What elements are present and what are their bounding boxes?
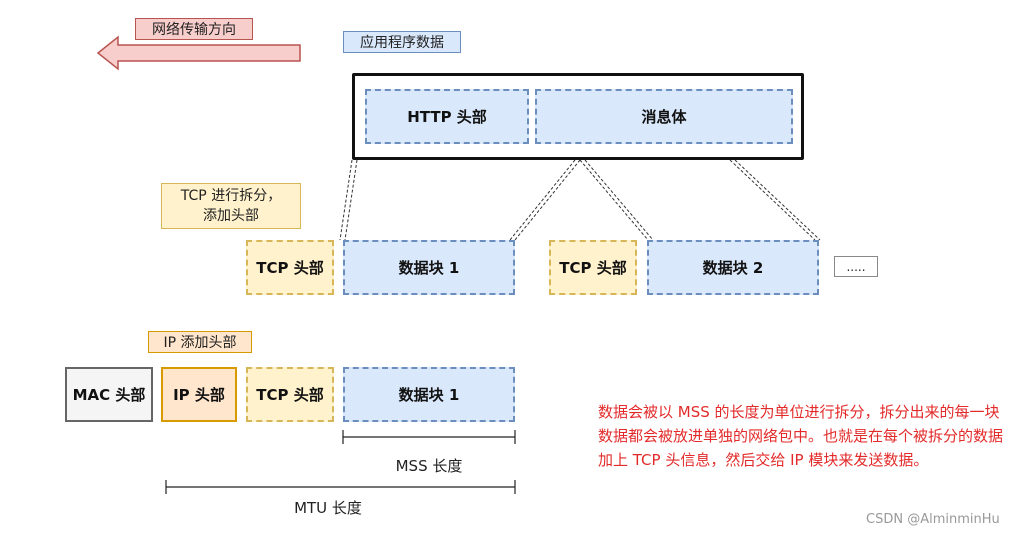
http-header-block: HTTP 头部 [365, 89, 529, 144]
mac-header-block: MAC 头部 [65, 367, 153, 422]
watermark: CSDN @AlminminHu [866, 512, 1000, 527]
tcp-header-block-2: TCP 头部 [549, 240, 637, 295]
tcp-header-block-ip: TCP 头部 [246, 367, 334, 422]
ip-header-block: IP 头部 [161, 367, 237, 422]
message-body-block: 消息体 [535, 89, 793, 144]
tcp-header-block-1: TCP 头部 [246, 240, 334, 295]
data-chunk-2: 数据块 2 [647, 240, 819, 295]
data-chunk-ip: 数据块 1 [343, 367, 515, 422]
app-data-label: 应用程序数据 [343, 31, 461, 53]
mss-dimension [342, 430, 516, 444]
mtu-dimension [165, 480, 516, 494]
mtu-length-label: MTU 长度 [294, 499, 362, 517]
data-chunk-1: 数据块 1 [343, 240, 515, 295]
direction-arrow [96, 35, 301, 71]
tcp-step-label: TCP 进行拆分， 添加头部 [161, 183, 301, 229]
direction-label: 网络传输方向 [135, 18, 253, 40]
mss-length-label: MSS 长度 [395, 457, 463, 475]
split-guides [339, 159, 821, 241]
explanation-note: 数据会被以 MSS 的长度为单位进行拆分，拆分出来的每一块数据都会被放进单独的网… [598, 403, 1004, 469]
ip-step-label: IP 添加头部 [148, 331, 252, 353]
more-ellipsis: ..... [834, 256, 878, 277]
